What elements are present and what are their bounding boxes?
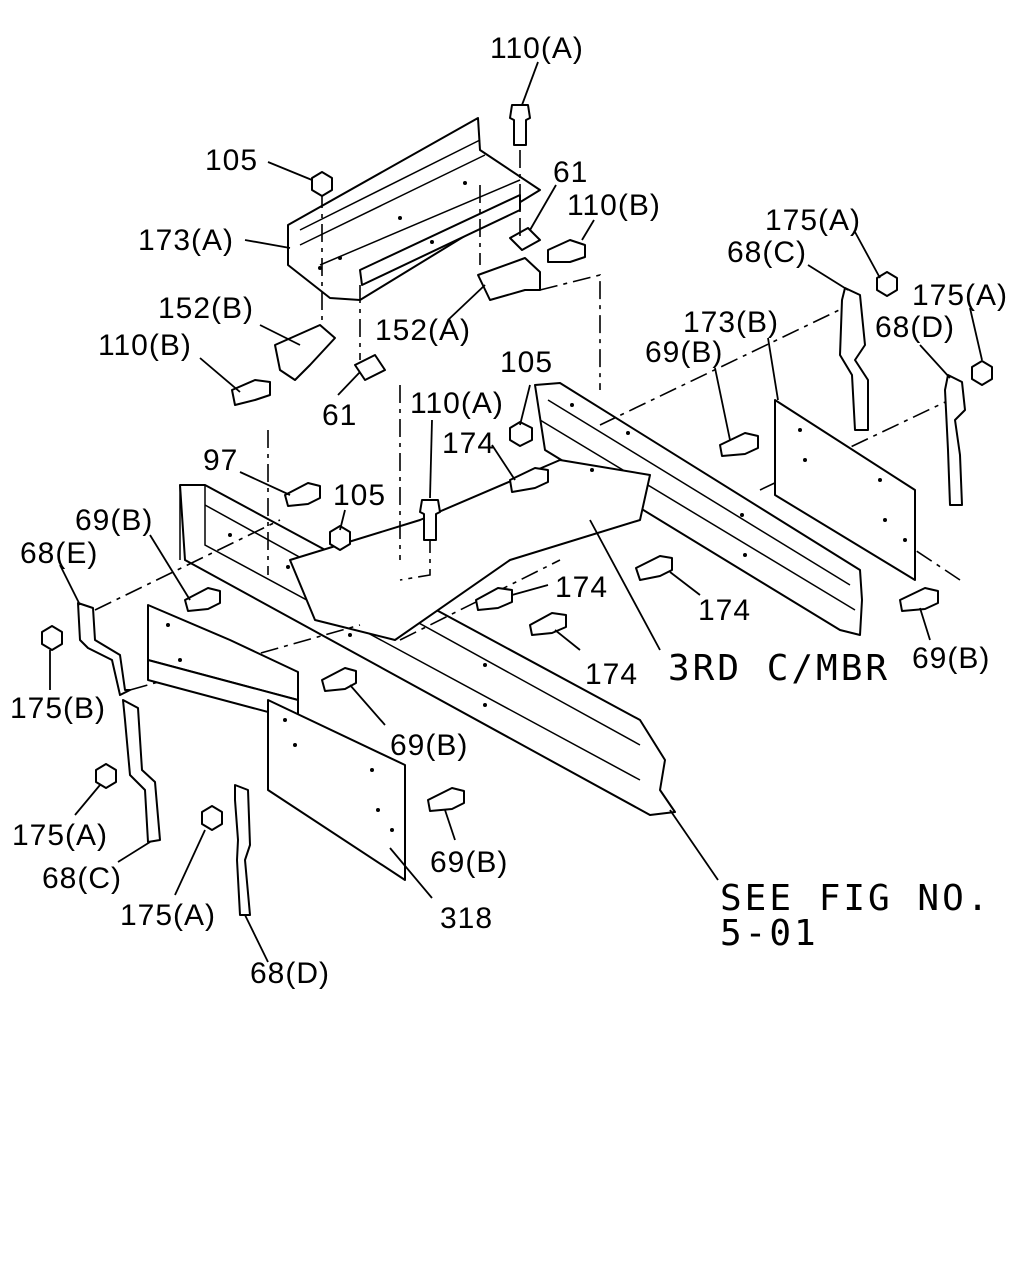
label-173b: 173(B) — [683, 306, 779, 339]
label-174-c: 174 — [698, 594, 751, 627]
label-175a-r1: 175(A) — [765, 204, 861, 237]
label-68d-bottom: 68(D) — [250, 957, 330, 990]
label-175a-left: 175(A) — [12, 819, 108, 852]
label-174-d: 174 — [585, 658, 638, 691]
label-175a-r2: 175(A) — [912, 279, 1008, 312]
label-174-a: 174 — [442, 427, 495, 460]
label-318: 318 — [440, 902, 493, 935]
bracket-152b — [274, 324, 336, 381]
cover-173a — [287, 117, 541, 301]
label-68e: 68(E) — [20, 537, 98, 570]
fasteners — [41, 104, 993, 831]
label-110b-left: 110(B) — [98, 329, 192, 362]
label-69b-mid: 69(B) — [390, 729, 468, 762]
bracket-68d-bottom — [234, 784, 251, 916]
label-110b-right: 110(B) — [567, 189, 661, 222]
callout-labels: 110(A) 105 61 110(B) 173(A) 152(B) 110(B… — [10, 32, 1008, 990]
label-105-top: 105 — [205, 144, 258, 177]
label-68c-left: 68(C) — [42, 862, 122, 895]
bracket-68d-right — [944, 374, 966, 506]
clip-61-mid — [354, 354, 386, 381]
label-61-top: 61 — [553, 156, 588, 189]
label-105-mid: 105 — [500, 346, 553, 379]
label-152b: 152(B) — [158, 292, 254, 325]
label-105-low: 105 — [333, 479, 386, 512]
clip-61-top — [509, 227, 541, 251]
bracket-152a — [477, 257, 541, 301]
plate-173b — [774, 399, 916, 581]
label-175b: 175(B) — [10, 692, 106, 725]
third-crossmember — [289, 382, 863, 641]
plate-318 — [147, 604, 406, 881]
label-110a-mid: 110(A) — [410, 387, 504, 420]
label-68d-right: 68(D) — [875, 311, 955, 344]
label-174-b: 174 — [555, 571, 608, 604]
label-69b-far-right: 69(B) — [912, 642, 990, 675]
see-fig-line-1: SEE FIG NO. — [720, 878, 991, 919]
label-61-mid: 61 — [322, 399, 357, 432]
label-175a-bottom: 175(A) — [120, 899, 216, 932]
see-fig-line-2: 5-01 — [720, 913, 819, 954]
label-97: 97 — [203, 444, 238, 477]
leader-lines — [49, 61, 983, 963]
bracket-68c-left — [122, 699, 161, 843]
label-69b-a: 69(B) — [75, 504, 153, 537]
label-68c-right: 68(C) — [727, 236, 807, 269]
bracket-68e — [77, 602, 131, 696]
label-152a: 152(A) — [375, 314, 471, 347]
label-69b-low: 69(B) — [430, 846, 508, 879]
label-110a-top: 110(A) — [490, 32, 584, 65]
label-69b-right: 69(B) — [645, 336, 723, 369]
bracket-68c-right — [839, 287, 869, 431]
label-3rd-crossmember: 3RD C/MBR — [668, 648, 890, 689]
label-173a: 173(A) — [138, 224, 234, 257]
